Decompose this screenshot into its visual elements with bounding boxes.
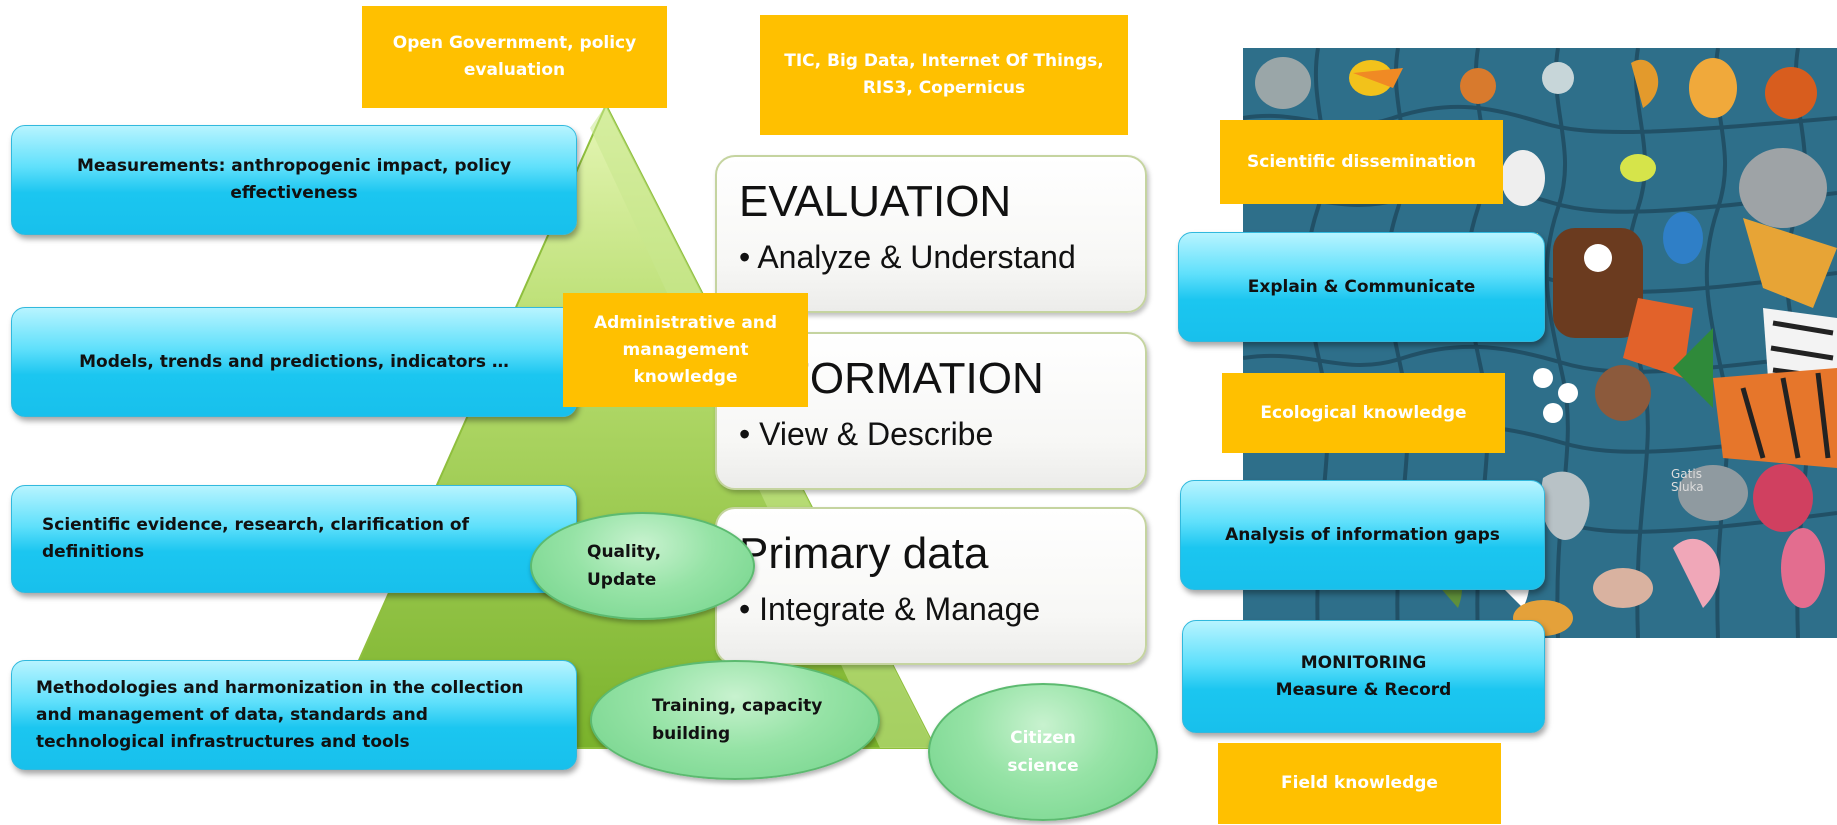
measurements-box: Measurements: anthropogenic impact, poli…	[11, 125, 577, 235]
citizen-science-ellipse: Citizen science	[928, 683, 1158, 821]
training-ellipse: Training, capacity building	[590, 660, 880, 780]
tic-bigdata-label: TIC, Big Data, Internet Of Things, RIS3,…	[760, 15, 1128, 135]
citizen-science-label: Citizen science	[1007, 728, 1079, 776]
explain-communicate-box: Explain & Communicate	[1178, 232, 1545, 342]
training-label: Training, capacity building	[652, 696, 823, 744]
scientific-dissemination-label: Scientific dissemination	[1220, 120, 1503, 204]
primary-data-bullet: • Integrate & Manage	[739, 591, 1041, 627]
models-trends-box: Models, trends and predictions, indicato…	[11, 307, 577, 417]
administrative-knowledge-label: Administrative and management knowledge	[563, 293, 808, 407]
evaluation-box: EVALUATION • Analyze & Understand	[715, 155, 1147, 313]
ecological-knowledge-label: Ecological knowledge	[1222, 373, 1505, 453]
evaluation-bullet: • Analyze & Understand	[739, 239, 1076, 275]
scientific-evidence-box: Scientific evidence, research, clarifica…	[11, 485, 577, 593]
monitoring-box: MONITORING Measure & Record	[1182, 620, 1545, 733]
information-bullet: • View & Describe	[739, 416, 994, 452]
quality-update-ellipse: Quality, Update	[530, 512, 755, 620]
monitoring-title: MONITORING	[1300, 652, 1427, 673]
puzzle-signature: Gatis Sluka	[1671, 467, 1704, 494]
field-knowledge-label: Field knowledge	[1218, 743, 1501, 824]
primary-data-box: Primary data • Integrate & Manage	[715, 507, 1147, 665]
information-box: INFORMATION • View & Describe	[715, 332, 1147, 490]
analysis-gaps-box: Analysis of information gaps	[1180, 480, 1545, 590]
methodologies-box: Methodologies and harmonization in the c…	[11, 660, 577, 770]
primary-data-title: Primary data	[739, 529, 989, 578]
quality-update-label: Quality, Update	[587, 542, 662, 590]
monitoring-subtitle: Measure & Record	[1275, 679, 1452, 700]
open-government-label: Open Government, policy evaluation	[362, 6, 667, 108]
evaluation-title: EVALUATION	[739, 177, 1012, 226]
